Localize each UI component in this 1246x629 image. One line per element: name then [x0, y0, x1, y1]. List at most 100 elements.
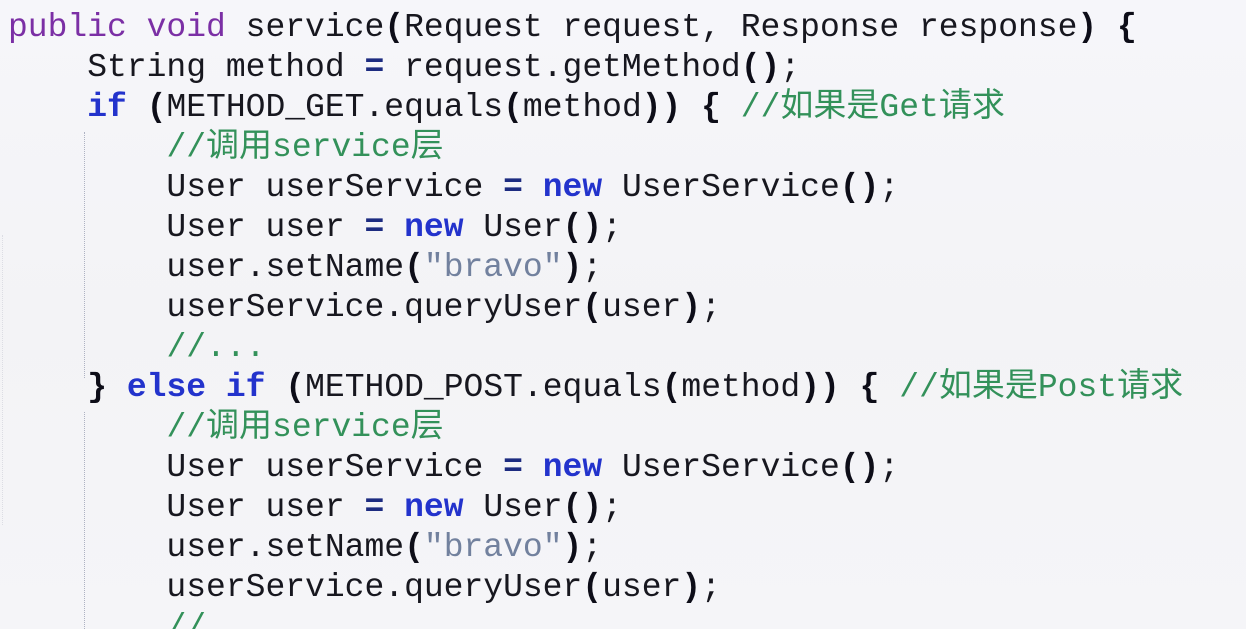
code-token-plain — [879, 369, 899, 406]
code-line[interactable]: User userService = new UserService(); — [8, 448, 1246, 488]
code-text-area[interactable]: public void service ( Request request, Res… — [8, 8, 1246, 629]
code-token-plain: User user — [8, 489, 365, 526]
code-token-plain — [681, 89, 701, 126]
code-line[interactable]: if (METHOD_GET.equals(method)) { //如果是Ge… — [8, 88, 1246, 128]
code-token-plain: User — [463, 489, 563, 526]
code-token-kw2: if — [87, 89, 127, 126]
code-token-com: //如果是Get请求 — [740, 89, 1005, 126]
code-line[interactable]: user.setName("bravo"); — [8, 528, 1246, 568]
code-token-brk: ( — [404, 249, 424, 286]
code-token-plain: userService.queryUser — [8, 569, 583, 606]
code-token-plain — [523, 449, 543, 486]
code-token-plain: ; — [602, 489, 622, 526]
code-token-brk: { — [1117, 9, 1137, 46]
code-token-brk: ( — [146, 89, 167, 126]
code-token-plain: ; — [780, 49, 801, 86]
code-line[interactable]: String method = request.getMethod(); — [8, 48, 1246, 88]
code-line[interactable]: } else if (METHOD_POST.equals(method)) {… — [8, 368, 1246, 408]
code-token-plain: User userService — [8, 169, 504, 206]
code-token-str: "bravo" — [423, 249, 563, 286]
code-token-plain: user — [602, 569, 682, 606]
code-token-brk: ( — [404, 529, 424, 566]
code-token-com: //... — [166, 329, 266, 366]
code-token-brk: ( — [285, 369, 306, 406]
code-line[interactable]: //... — [8, 608, 1246, 629]
code-token-op: = — [503, 449, 523, 486]
code-token-kw2: if — [225, 369, 266, 406]
code-token-brk: { — [859, 369, 880, 406]
code-token-plain: user.setName — [8, 249, 405, 286]
code-token-plain: ; — [701, 289, 721, 326]
code-token-plain — [8, 609, 166, 629]
code-token-brk: ) — [1077, 9, 1098, 46]
code-token-plain: User — [463, 209, 563, 246]
code-token-plain — [107, 369, 127, 406]
code-token-plain: Request request, Response response — [404, 9, 1078, 46]
code-token-brk: ( — [582, 569, 603, 606]
code-token-plain: ; — [879, 169, 900, 206]
code-token-brk: () — [740, 49, 781, 86]
indent-guide — [84, 412, 85, 629]
code-line[interactable]: User userService = new UserService(); — [8, 168, 1246, 208]
code-token-plain: UserService — [602, 449, 840, 486]
code-token-plain: user — [602, 289, 682, 326]
code-token-plain — [8, 409, 166, 446]
code-line[interactable]: User user = new User(); — [8, 208, 1246, 248]
code-token-com: //调用service层 — [166, 129, 444, 166]
code-token-com: //... — [166, 609, 266, 629]
code-token-brk: ) — [562, 249, 583, 286]
code-token-brk: ) — [681, 289, 702, 326]
code-line[interactable]: user.setName("bravo"); — [8, 248, 1246, 288]
code-token-brk: )) — [641, 89, 682, 126]
code-token-plain: UserService — [602, 169, 840, 206]
code-token-com: //调用service层 — [166, 409, 444, 446]
code-token-brk: ) — [681, 569, 702, 606]
code-token-kw2: new — [542, 169, 603, 206]
code-line[interactable]: //调用service层 — [8, 128, 1246, 168]
code-token-plain: METHOD_POST.equals — [305, 369, 662, 406]
code-token-plain — [265, 369, 285, 406]
code-token-plain: userService.queryUser — [8, 289, 583, 326]
code-token-brk: () — [839, 449, 880, 486]
code-token-plain — [523, 169, 543, 206]
code-token-brk: ( — [582, 289, 603, 326]
indent-guide — [84, 132, 85, 378]
code-line[interactable]: userService.queryUser(user); — [8, 568, 1246, 608]
code-token-brk: )) — [800, 369, 840, 406]
code-token-plain — [127, 89, 147, 126]
code-token-brk: ( — [503, 89, 523, 126]
code-token-plain: User user — [8, 209, 365, 246]
code-token-plain: ; — [701, 569, 721, 606]
code-line[interactable]: //... — [8, 328, 1246, 368]
code-token-com: //如果是Post请求 — [899, 369, 1184, 406]
code-token-plain: String method — [8, 49, 365, 86]
code-token-brk: } — [87, 369, 108, 406]
code-token-plain: method — [681, 369, 801, 406]
code-token-plain — [1097, 9, 1117, 46]
code-token-kw2: new — [404, 209, 464, 246]
code-line[interactable]: public void service(Request request, Res… — [8, 8, 1246, 48]
code-token-op: = — [364, 49, 385, 86]
code-token-brk: () — [562, 209, 603, 246]
code-token-plain: service — [225, 9, 385, 46]
code-line[interactable]: User user = new User(); — [8, 488, 1246, 528]
code-token-plain — [8, 129, 166, 166]
code-token-kw1: public void — [8, 9, 226, 46]
code-token-plain: ; — [879, 449, 900, 486]
code-token-op: = — [364, 489, 385, 526]
code-token-brk: ) — [562, 529, 583, 566]
indent-guide — [2, 235, 3, 525]
code-token-plain: user.setName — [8, 529, 405, 566]
code-token-brk: () — [562, 489, 603, 526]
code-token-plain — [8, 329, 166, 366]
code-token-plain — [8, 89, 87, 126]
code-token-kw2: new — [542, 449, 603, 486]
code-line[interactable]: //调用service层 — [8, 408, 1246, 448]
code-token-plain: User userService — [8, 449, 504, 486]
code-token-plain — [206, 369, 226, 406]
code-token-plain — [384, 209, 404, 246]
code-line[interactable]: userService.queryUser(user); — [8, 288, 1246, 328]
code-token-plain — [384, 489, 404, 526]
code-token-plain — [8, 369, 87, 406]
